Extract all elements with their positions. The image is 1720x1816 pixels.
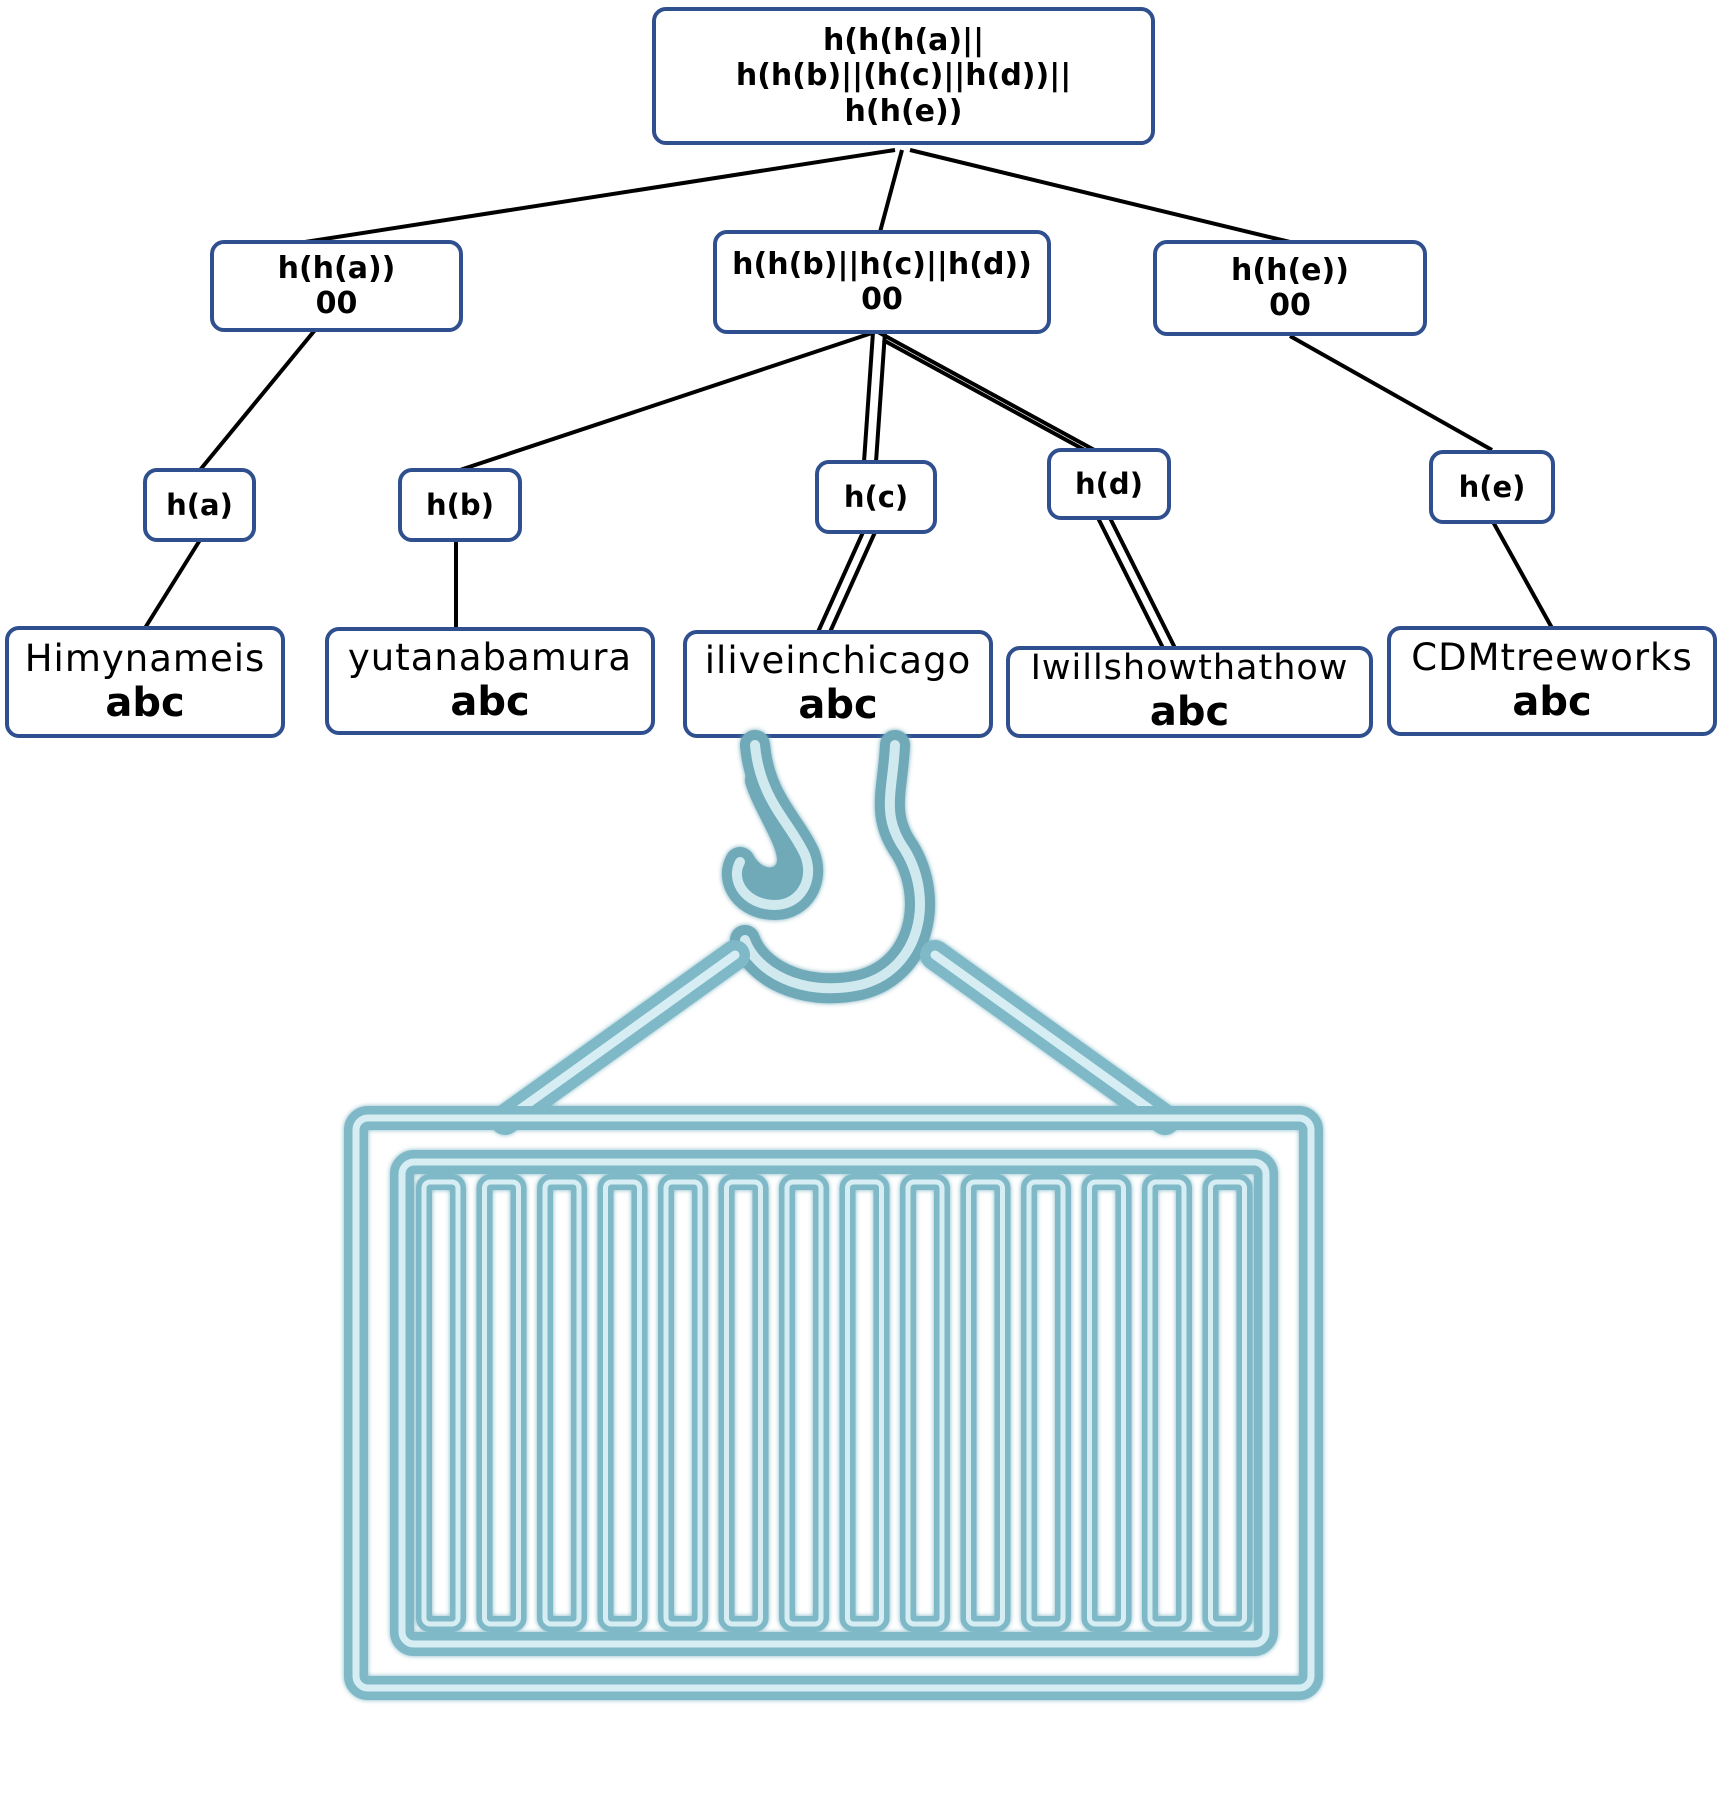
container-slat xyxy=(839,1174,890,1632)
container-slat xyxy=(718,1174,769,1632)
edge-hd-leaf-d-b xyxy=(1108,517,1177,649)
container-slat xyxy=(416,1174,466,1632)
container-slat xyxy=(960,1174,1011,1632)
container-slat xyxy=(482,1179,521,1627)
hash-node-label: h(b) xyxy=(426,487,494,522)
hash-node-d: h(d) xyxy=(1047,448,1171,520)
container-slat xyxy=(784,1179,824,1627)
leaf-node-e: CDMtreeworks abc xyxy=(1387,626,1717,736)
leaf-node-d: Iwillshowthathow abc xyxy=(1006,646,1373,738)
hash-node-label: h(c) xyxy=(843,479,909,514)
level1-node-bcd: h(h(b)||h(c)||h(d)) 00 xyxy=(713,230,1051,334)
container-slat xyxy=(779,1174,829,1632)
leaf-node-a: Himynameis abc xyxy=(5,626,285,738)
edge-hd-leaf-d-a xyxy=(1096,517,1165,649)
leaf-name: Himynameis xyxy=(24,636,266,680)
container-slat xyxy=(1208,1179,1247,1627)
proof-path-edges xyxy=(816,330,1177,649)
hash-node-a: h(a) xyxy=(143,468,256,542)
level1-node-label: h(h(e)) xyxy=(1231,252,1349,288)
container-slat xyxy=(1202,1174,1253,1632)
container-slat xyxy=(537,1174,587,1632)
level1-node-value: 00 xyxy=(861,282,903,317)
root-hash-line-1: h(h(h(a)|| xyxy=(822,22,985,58)
leaf-name: CDMtreeworks xyxy=(1411,635,1693,679)
container-slat xyxy=(1142,1174,1192,1632)
hash-node-c: h(c) xyxy=(815,460,937,534)
container-slat xyxy=(905,1179,945,1627)
hash-node-label: h(e) xyxy=(1458,469,1526,504)
container-slat xyxy=(1147,1179,1187,1627)
root-hash-line-2: h(h(b)||(h(c)||h(d))|| xyxy=(735,58,1072,94)
level1-node-e: h(h(e)) 00 xyxy=(1153,240,1427,336)
container-slat xyxy=(1081,1174,1132,1632)
level1-node-value: 00 xyxy=(1269,288,1311,323)
level1-node-value: 00 xyxy=(315,286,358,321)
hash-node-label: h(d) xyxy=(1075,466,1143,501)
container-slats xyxy=(416,1174,1253,1632)
container-slat xyxy=(724,1179,763,1627)
edge-l1a-ha xyxy=(198,328,317,472)
container-slat xyxy=(603,1179,642,1627)
edge-ha-leaf-a xyxy=(143,538,202,630)
leaf-value: abc xyxy=(105,680,185,727)
edge-l1b-hd-a xyxy=(877,330,1099,454)
container-slat xyxy=(421,1179,461,1627)
edge-l1b-hd-b xyxy=(882,338,1104,462)
edge-l1b-hb xyxy=(459,330,876,472)
container-slat xyxy=(597,1174,648,1632)
container-slat xyxy=(1026,1179,1066,1627)
level1-node-a: h(h(a)) 00 xyxy=(210,240,463,332)
leaf-node-b: yutanabamura abc xyxy=(325,627,655,735)
hash-node-e: h(e) xyxy=(1429,450,1555,524)
container-slat xyxy=(658,1174,708,1632)
container-slat xyxy=(476,1174,527,1632)
hash-node-b: h(b) xyxy=(398,468,522,542)
leaf-name: Iwillshowthathow xyxy=(1030,647,1349,688)
edge-hc-leaf-c-b xyxy=(828,529,878,633)
container-slat xyxy=(663,1179,703,1627)
root-hash-line-3: h(h(e)) xyxy=(844,93,963,129)
edge-l1c-he xyxy=(1289,334,1493,452)
edge-hc-leaf-c-a xyxy=(816,529,866,633)
root-node: h(h(h(a)|| h(h(b)||(h(c)||h(d))|| h(h(e)… xyxy=(652,7,1155,145)
container-inner-frame xyxy=(390,1150,1278,1656)
level1-node-label: h(h(a)) xyxy=(277,250,396,286)
edge-he-leaf-e xyxy=(1490,519,1554,629)
container-slat xyxy=(900,1174,950,1632)
container-outer-frame xyxy=(344,1106,1323,1700)
edge-l1b-hc-a xyxy=(862,331,875,463)
edge-root-l1b xyxy=(878,149,904,233)
leaf-name: yutanabamura xyxy=(347,635,633,679)
container-slat xyxy=(1087,1179,1126,1627)
container-slat xyxy=(542,1179,582,1627)
leaf-name: iliveinchicago xyxy=(704,638,972,682)
container-slat xyxy=(966,1179,1005,1627)
edge-root-l1a xyxy=(304,148,896,244)
container-slat xyxy=(845,1179,884,1627)
leaf-node-c: iliveinchicago abc xyxy=(683,630,993,738)
edge-l1b-hc-b xyxy=(874,331,887,463)
leaf-value: abc xyxy=(1149,689,1230,736)
level1-node-label: h(h(b)||h(c)||h(d)) xyxy=(732,246,1032,282)
edge-root-l1c xyxy=(909,148,1291,244)
leaf-value: abc xyxy=(450,679,530,726)
hash-node-label: h(a) xyxy=(166,487,233,522)
leaf-value: abc xyxy=(798,682,878,729)
container-slat xyxy=(1021,1174,1071,1632)
leaf-value: abc xyxy=(1512,679,1592,726)
